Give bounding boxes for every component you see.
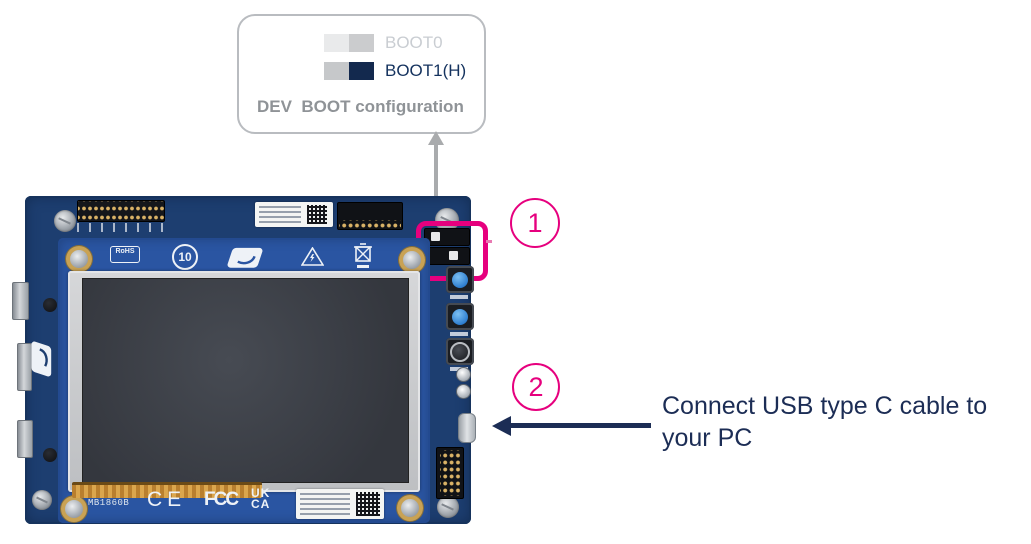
ce-mark: CE bbox=[147, 488, 187, 511]
connector-pins bbox=[339, 220, 401, 228]
fcc-mark: FCC bbox=[204, 489, 239, 510]
standoff-screw-icon bbox=[397, 495, 423, 521]
serial-label-sticker bbox=[296, 489, 384, 519]
boot1-dip-switch bbox=[424, 247, 470, 265]
standoff-screw-icon bbox=[399, 247, 425, 273]
boot-config-callout: BOOT0 BOOT1(H) DEV BOOT configuration bbox=[237, 14, 486, 134]
user-button-1 bbox=[446, 266, 474, 299]
gpio-pin-header bbox=[77, 200, 165, 222]
callout-arrow-line bbox=[434, 144, 438, 234]
left-edge-connector bbox=[12, 282, 29, 320]
boot0-switch-right bbox=[349, 34, 374, 52]
user-button-2 bbox=[446, 303, 474, 336]
pin-header-silkscreen bbox=[77, 223, 163, 232]
standoff-screw-icon bbox=[66, 246, 92, 272]
china-rohs-mark: 10 bbox=[172, 244, 198, 270]
st-logo-icon bbox=[30, 341, 52, 377]
screw-icon bbox=[32, 490, 52, 510]
qr-code-icon bbox=[307, 205, 327, 224]
step-2-badge: 2 bbox=[512, 363, 560, 411]
switch-slider bbox=[449, 251, 458, 260]
button-silkscreen bbox=[450, 295, 468, 299]
button-cap bbox=[452, 308, 468, 325]
screw-icon bbox=[437, 496, 459, 518]
instruction-text: Connect USB type C cable to your PC bbox=[662, 392, 988, 452]
button-cap bbox=[452, 271, 468, 288]
switch-slider bbox=[431, 232, 440, 241]
reset-button bbox=[446, 338, 474, 371]
board-component bbox=[43, 298, 57, 312]
board-component bbox=[43, 448, 57, 462]
expansion-connector bbox=[337, 202, 403, 230]
step-1-badge: 1 bbox=[510, 198, 560, 248]
product-label-sticker bbox=[255, 202, 333, 227]
flex-cable bbox=[72, 482, 262, 498]
st-logo-icon bbox=[227, 246, 263, 269]
usb-arrowhead-icon bbox=[492, 416, 511, 436]
callout-arrowhead-icon bbox=[428, 131, 444, 145]
ukca-top: UK bbox=[251, 486, 271, 500]
lcd-screen bbox=[82, 278, 409, 483]
usb-type-c-connector bbox=[458, 413, 476, 443]
left-edge-connector bbox=[17, 420, 33, 458]
boot-config-caption: DEV BOOT configuration bbox=[257, 97, 464, 116]
sticker-text-lines bbox=[259, 206, 301, 223]
pink-tick-mark bbox=[486, 240, 492, 243]
boot0-switch-left bbox=[324, 34, 349, 52]
display-bezel bbox=[68, 271, 420, 492]
led-icon bbox=[456, 367, 471, 382]
boot0-dip-switch bbox=[424, 228, 470, 246]
led-icon bbox=[456, 384, 471, 399]
ukca-mark: UK CA bbox=[251, 486, 271, 511]
rohs-mark: RoHS bbox=[110, 246, 140, 263]
boot1-switch-graphic bbox=[324, 62, 374, 80]
standoff-screw-icon bbox=[61, 496, 87, 522]
boot1-label: BOOT1(H) bbox=[385, 61, 467, 80]
ukca-bottom: CA bbox=[251, 497, 271, 511]
boot0-switch-graphic bbox=[324, 34, 374, 52]
qr-code-icon bbox=[356, 492, 380, 516]
boot0-label: BOOT0 bbox=[385, 33, 443, 52]
board-model-label: MB1860B bbox=[88, 498, 130, 508]
connector-pins bbox=[440, 450, 460, 496]
esd-warning-icon bbox=[300, 246, 325, 266]
boot1-switch-right bbox=[349, 62, 374, 80]
button-silkscreen bbox=[450, 332, 468, 336]
boot1-switch-left bbox=[324, 62, 349, 80]
button-cap bbox=[450, 341, 470, 362]
lcd-board: RoHS 10 bbox=[58, 238, 430, 523]
weee-bin-icon bbox=[351, 241, 375, 270]
screw-icon bbox=[54, 210, 76, 232]
mb-connector bbox=[436, 447, 464, 499]
sticker-text-lines bbox=[300, 493, 350, 515]
usb-arrow-line bbox=[509, 423, 651, 428]
